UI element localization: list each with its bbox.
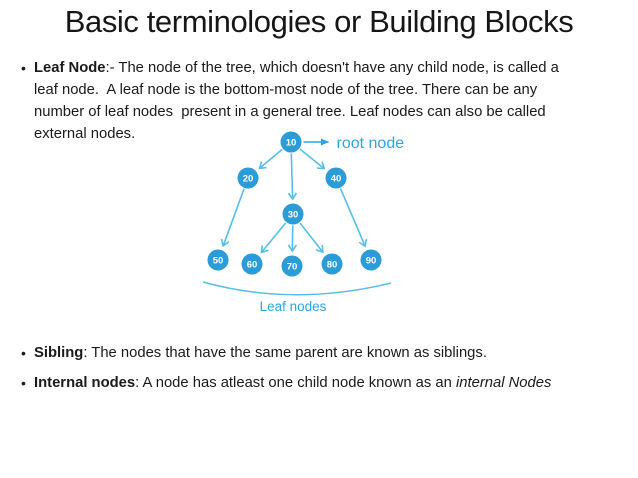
- tree-edge: [258, 148, 283, 170]
- internal-rest: : A node has atleast one child node know…: [135, 375, 456, 391]
- tree-node: [321, 253, 343, 275]
- tree-edge: [260, 222, 287, 254]
- tree-node: [237, 167, 259, 189]
- tree-node: [281, 255, 303, 277]
- root-node-label: root node: [337, 135, 405, 152]
- leaf-nodes-label: Leaf nodes: [260, 299, 327, 314]
- tree-edge: [299, 148, 326, 170]
- bullet-leaf-node-line1: Leaf Node:- The node of the tree, which …: [34, 57, 559, 79]
- internal-italic: internal Nodes: [455, 375, 552, 391]
- tree-node-value: 80: [327, 260, 338, 271]
- term-sibling: Sibling: [34, 345, 84, 361]
- tree-node: [325, 167, 347, 189]
- tree-node-value: 50: [213, 256, 224, 267]
- term-leaf-node: Leaf Node: [34, 60, 106, 76]
- tree-node: [280, 131, 302, 153]
- tree-node-value: 40: [331, 174, 342, 185]
- tree-edge: [287, 153, 298, 201]
- bullet-leaf-node-line2: leaf node. A leaf node is the bottom-mos…: [34, 82, 538, 98]
- tree-node-value: 90: [366, 256, 377, 267]
- bullet-internal-nodes-text: Internal nodes: A node has atleast one c…: [34, 372, 551, 394]
- bullet-leaf-node-line3: number of leaf nodes present in a genera…: [34, 104, 546, 120]
- bullet-leaf-node-line4: external nodes.: [34, 126, 136, 142]
- tree-node-value: 20: [243, 174, 254, 185]
- bullet-marker: •: [21, 375, 26, 391]
- tree-node: [241, 253, 263, 275]
- bullet-leaf-node: • Leaf Node:- The node of the tree, whic…: [21, 57, 559, 145]
- term-internal-nodes: Internal nodes: [34, 375, 136, 391]
- bullet-sibling: • Sibling: The nodes that have the same …: [21, 342, 487, 364]
- bullet-marker: •: [21, 345, 26, 361]
- bullet-internal-nodes: • Internal nodes: A node has atleast one…: [21, 372, 551, 394]
- tree-edge: [299, 222, 324, 254]
- bullet-marker: •: [21, 60, 26, 76]
- slide-title: Basic terminologies or Building Blocks: [64, 4, 574, 39]
- tree-node: [360, 249, 382, 271]
- tree-node-value: 30: [288, 210, 299, 221]
- sibling-rest: : The nodes that have the same parent ar…: [83, 345, 487, 361]
- tree-node-value: 60: [247, 260, 258, 271]
- tree-node: [282, 203, 304, 225]
- bullet-sibling-text: Sibling: The nodes that have the same pa…: [34, 342, 487, 364]
- leaf-brace-arc: [202, 281, 392, 296]
- tree-edge: [220, 188, 245, 248]
- bullet-leaf-node-text: Leaf Node:- The node of the tree, which …: [34, 57, 559, 145]
- tree-edge: [339, 188, 368, 248]
- bullet-internal-line: Internal nodes: A node has atleast one c…: [34, 372, 551, 394]
- tree-node-value: 10: [286, 138, 297, 149]
- tree-node: [207, 249, 229, 271]
- leaf-node-line1-rest: :- The node of the tree, which doesn't h…: [105, 60, 559, 76]
- tree-node-value: 70: [287, 262, 298, 273]
- bullet-sibling-line: Sibling: The nodes that have the same pa…: [34, 342, 487, 364]
